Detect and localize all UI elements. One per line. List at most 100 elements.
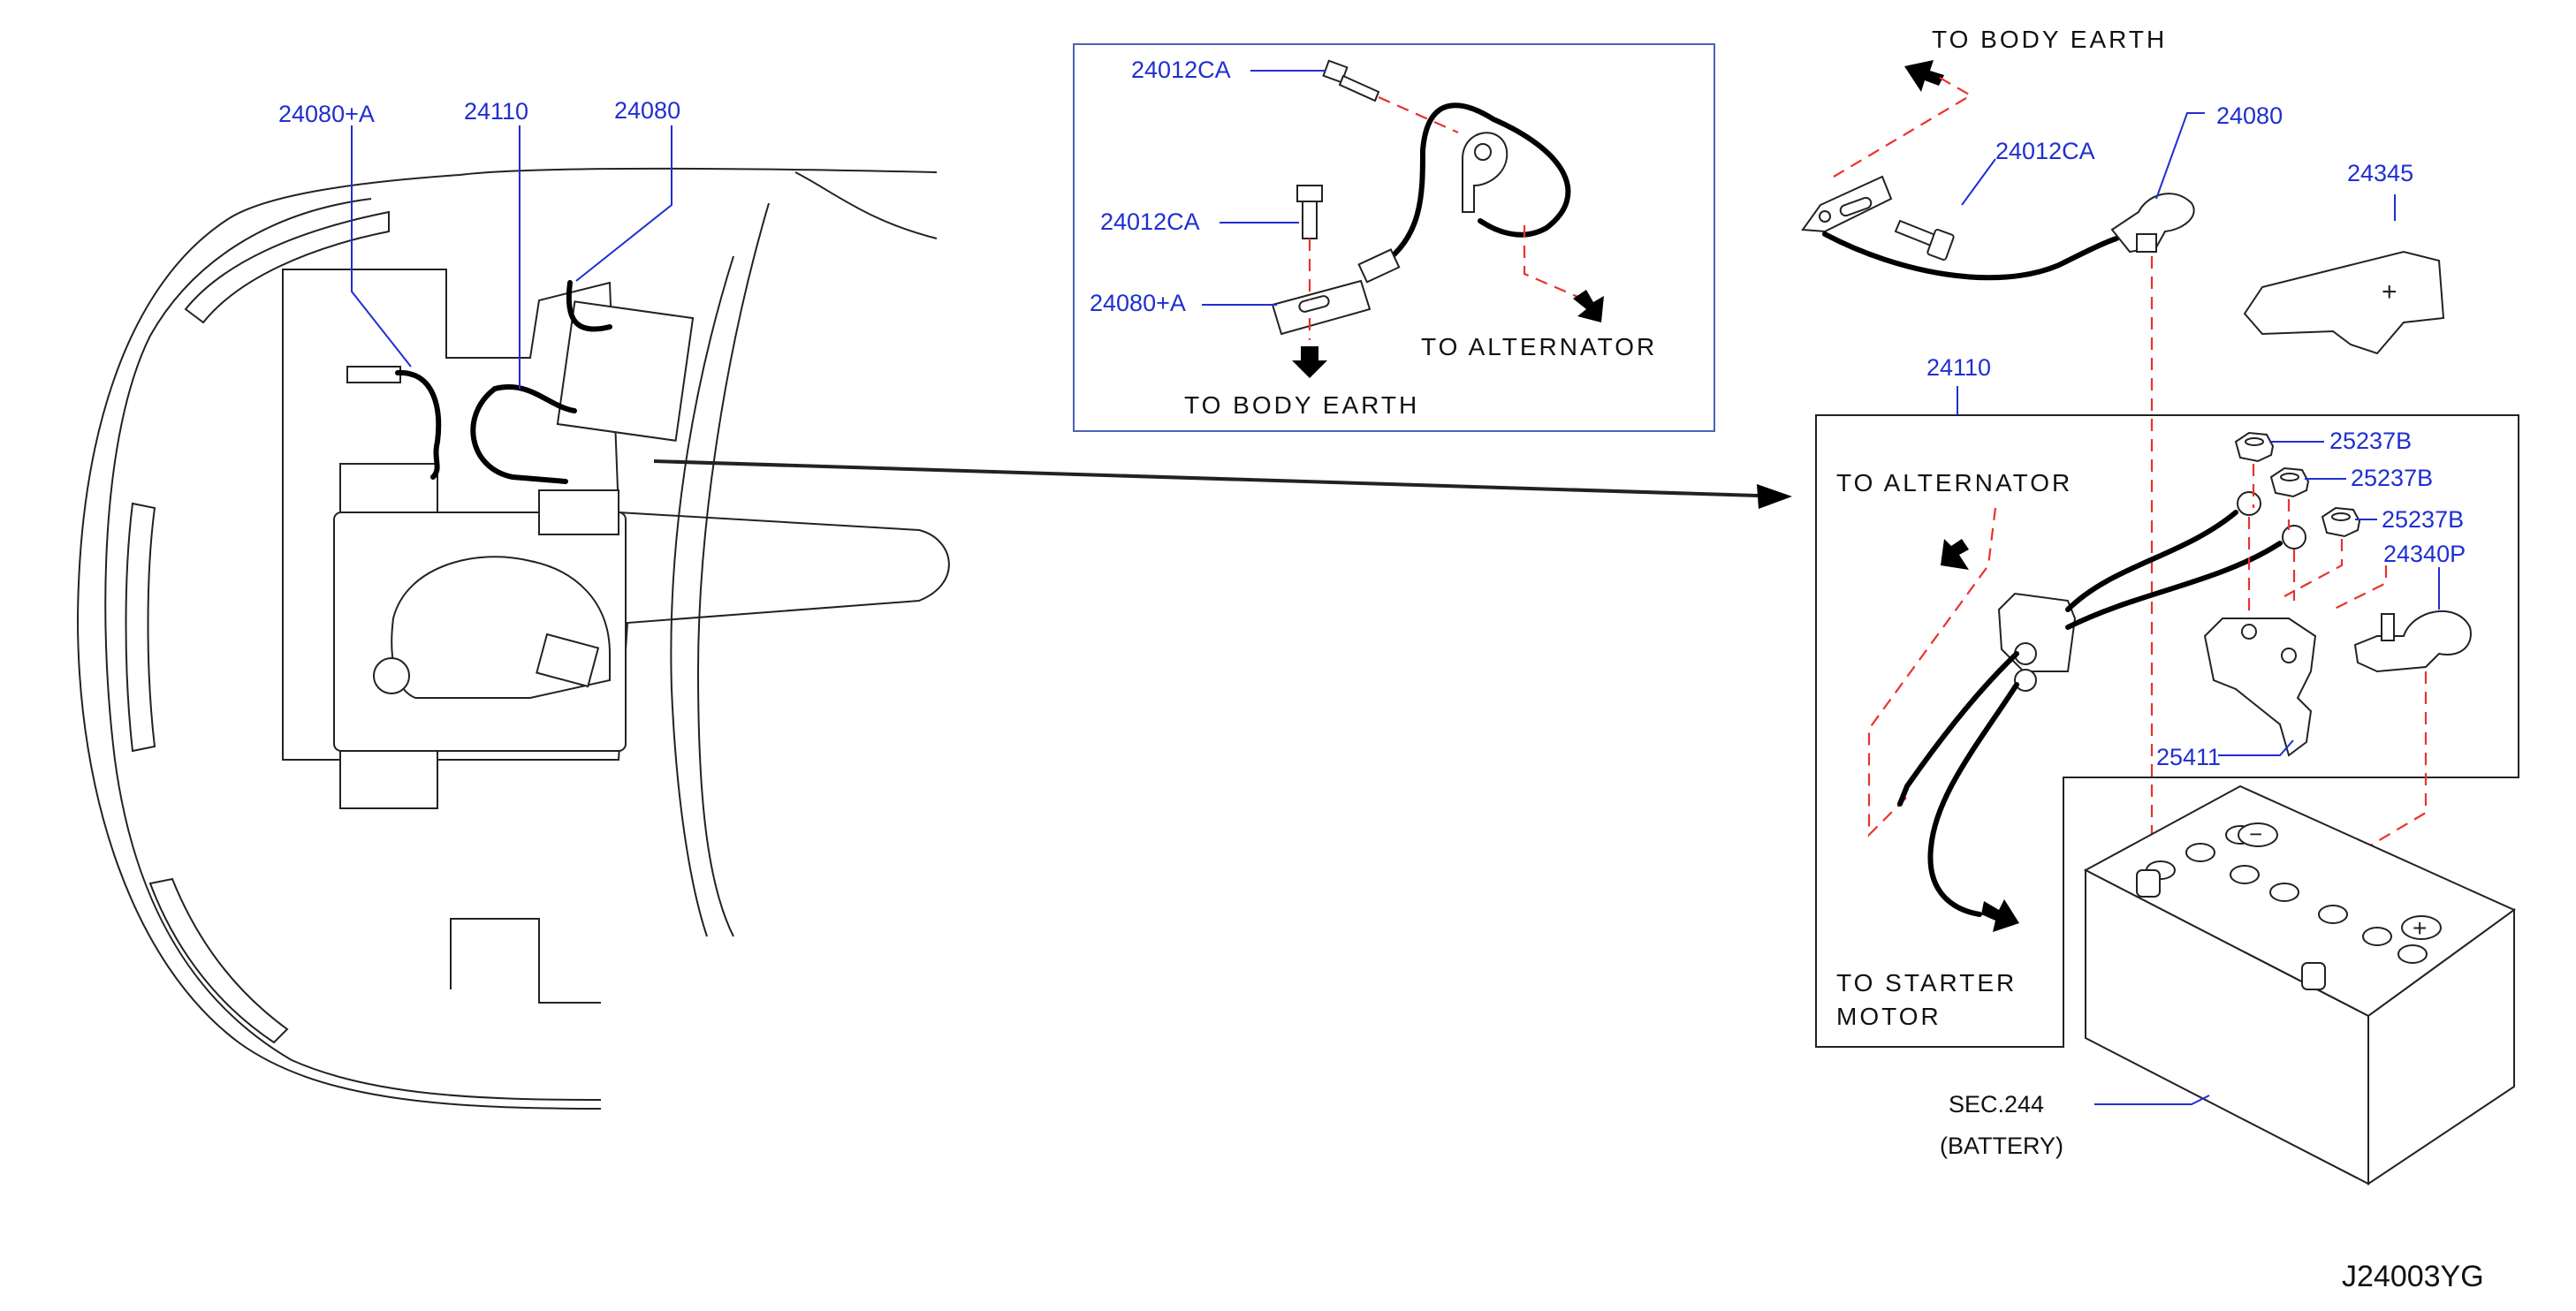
lower-tab (450, 918, 601, 1004)
terminal-lug (2136, 233, 2157, 253)
bolt-icon (1296, 185, 1323, 239)
note-to-body-earth: TO BODY EARTH (1184, 391, 1419, 419)
battery-cell-6 (2318, 905, 2348, 924)
guide-alt-wire (1867, 507, 1997, 837)
battery-assembly: TO BODY EARTH 24012CA 24080 24345 + 2411… (1801, 26, 2519, 1186)
nut-icon (2269, 466, 2310, 498)
leader-bracket (2218, 739, 2294, 756)
leader-battery (2094, 1095, 2210, 1105)
guide-terminal-2 (2332, 565, 2388, 610)
label-battery-name: (BATTERY) (1940, 1133, 2063, 1159)
earth-bracket-small (346, 366, 401, 383)
label-24080: 24080 (614, 97, 680, 124)
label-terminal: 24340P (2383, 541, 2466, 567)
guide-to-alt (1523, 225, 1583, 300)
diagram-code: J24003YG (2342, 1260, 2484, 1293)
grille-slot-1 (184, 210, 390, 324)
body-outline (76, 167, 938, 1110)
terminal-cover (2243, 250, 2445, 355)
connector-box (538, 489, 619, 535)
earth-ring-hole (1474, 143, 1492, 161)
arrow-icon (1981, 899, 2019, 932)
fender-line (794, 171, 938, 239)
battery-cell-5 (2269, 883, 2299, 902)
relay-panel (556, 300, 695, 442)
terminal-bolt (2381, 613, 2395, 641)
label-harness: 24110 (1926, 354, 1991, 381)
bolt-icon (1322, 59, 1380, 102)
note-to-alternator: TO ALTERNATOR (1421, 333, 1657, 360)
battery-post-pos (2301, 962, 2326, 990)
arrow-icon (1292, 346, 1327, 378)
ring-terminal-1 (2237, 491, 2261, 516)
leader-top-bolt (1961, 158, 1996, 206)
cable-ring-1 (2065, 510, 2238, 612)
cable-to-starter (1927, 682, 2019, 917)
pointer-line (653, 459, 1786, 498)
label-top-bolt: 24012CA (1995, 138, 2095, 164)
battery-cell-2 (2185, 843, 2215, 862)
fender-line-2 (696, 202, 770, 937)
bracket-stud-2 (2281, 648, 2297, 663)
arrow-icon (1904, 60, 1944, 92)
note-to-starter-1: TO STARTER (1836, 969, 2017, 997)
cable-to-alt (1897, 651, 2019, 807)
guide-nut3 (2283, 539, 2344, 597)
bolt-icon (1894, 219, 1955, 261)
label-battery-sec: SEC.244 (1949, 1091, 2044, 1118)
label-bracket: 25411 (2156, 744, 2221, 770)
cable-top (566, 280, 612, 332)
note-right-to-alternator: TO ALTERNATOR (1836, 469, 2072, 496)
earth-cable (1376, 102, 1571, 269)
battery-post-neg (2136, 869, 2161, 898)
ring-terminal-2 (2282, 525, 2306, 549)
note-top-body-earth: TO BODY EARTH (1932, 26, 2167, 53)
battery-plus-mark: + (2413, 914, 2427, 942)
label-nut3: 25237B (2382, 506, 2464, 533)
positive-terminal (2353, 610, 2472, 673)
earth-detail-frame (1073, 43, 1715, 432)
label-bolt-left: 24012CA (1100, 208, 1200, 235)
grille-slot-3 (148, 877, 289, 1044)
arrow-icon (1941, 539, 1969, 570)
battery-minus-mark: − (2249, 821, 2262, 847)
earth-bracket-slot (1839, 196, 1873, 217)
nut-icon (2234, 431, 2275, 463)
battery-side (2367, 908, 2515, 1186)
junction-port-2 (2014, 669, 2037, 692)
label-24110: 24110 (464, 98, 528, 125)
note-to-starter-2: MOTOR (1836, 1003, 1941, 1030)
relay-block (536, 633, 600, 688)
earth-plate-slot (1298, 295, 1330, 313)
cover-plus-mark: + (2382, 277, 2397, 307)
fuse-cap (373, 657, 410, 694)
label-cover: 24345 (2347, 160, 2413, 186)
positive-terminal-clamp (2110, 193, 2195, 254)
battery-icon: − + (2083, 784, 2516, 1186)
cable-positive (492, 384, 577, 413)
guide-body-earth (1833, 77, 1973, 178)
earth-cable-main (1822, 231, 2119, 281)
bracket-stud-1 (2241, 624, 2257, 640)
leader-top-cable (2155, 112, 2205, 200)
vehicle-overview: 24080+A 24110 24080 (76, 97, 1792, 1110)
sensor-bottom (339, 750, 438, 809)
grille-slot-2 (125, 502, 156, 753)
leader-24080 (575, 125, 672, 282)
cable-earth (395, 369, 442, 480)
arrow-icon (1757, 484, 1792, 509)
harness-frame (1815, 414, 2519, 1048)
nut-icon (2321, 506, 2361, 538)
battery-negative-post (2238, 822, 2278, 847)
label-bolt-top: 24012CA (1131, 57, 1231, 83)
label-nut2: 25237B (2351, 465, 2433, 491)
cable-harness (470, 386, 568, 484)
leader-24080a (351, 125, 412, 368)
fuse-bracket (2203, 618, 2317, 757)
earth-bracket-hole (1819, 210, 1831, 223)
label-nut1: 25237B (2329, 428, 2412, 454)
bumper-inner (104, 198, 602, 1101)
cable-ring-2 (2065, 541, 2283, 630)
label-top-cable: 24080 (2216, 102, 2283, 129)
earth-crimp (1357, 248, 1401, 284)
